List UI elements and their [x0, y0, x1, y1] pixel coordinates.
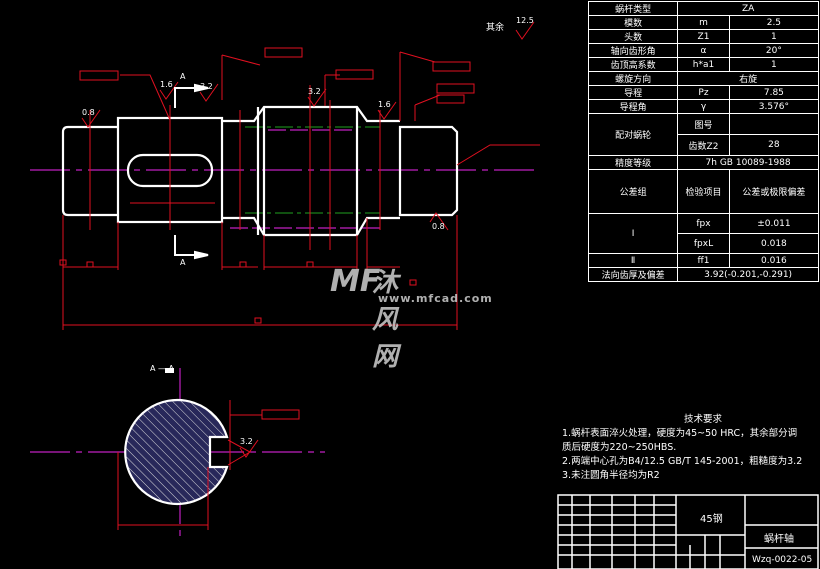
cell: 轴向齿形角	[587, 43, 679, 58]
roughness-value: 0.8	[432, 222, 445, 231]
cell: 2.5	[728, 15, 820, 30]
cell: 20°	[728, 43, 820, 58]
cell: 检验项目	[677, 169, 730, 214]
cell: 精度等级	[587, 155, 679, 170]
watermark-name: 沐风网	[372, 268, 403, 372]
roughness-general-value: 12.5	[516, 16, 534, 25]
tech-line: 质后硬度为220~250HBS.	[562, 442, 677, 453]
cell: 齿顶高系数	[587, 57, 679, 72]
technical-requirements: 技术要求 1.蜗杆表面淬火处理，硬度为45~50 HRC，其余部分调 质后硬度为…	[562, 413, 802, 483]
roughness-general-label: 其余	[486, 23, 505, 33]
section-view	[124, 398, 229, 506]
drawing-number: Wzq-0022-05	[752, 555, 813, 565]
roughness-symbols	[81, 21, 535, 458]
cell: Z1	[677, 29, 730, 44]
cell: 公差或极限偏差	[728, 169, 820, 214]
cell: fpx	[677, 213, 730, 234]
section-label: A	[180, 258, 186, 267]
section-arrows	[165, 83, 209, 373]
center-lines	[30, 129, 535, 540]
cell: 导程角	[587, 99, 679, 114]
section-label: A	[180, 72, 186, 81]
cell: 7h GB 10089-1988	[677, 155, 819, 170]
cell: 齿数Z2	[677, 134, 730, 156]
cell: 图号	[677, 113, 730, 135]
cell: Ⅱ	[587, 253, 679, 268]
material: 45钢	[700, 514, 723, 525]
cell: Ⅰ	[587, 213, 679, 254]
cell: 3.576°	[728, 99, 820, 114]
cell	[728, 113, 820, 135]
cell: m	[677, 15, 730, 30]
tech-line: 3.未注圆角半径均为R2	[562, 470, 660, 481]
cell: 0.016	[728, 253, 820, 268]
cell: 蜗杆类型	[587, 1, 679, 16]
cell: 7.85	[728, 85, 820, 100]
roughness-value: 3.2	[240, 437, 253, 446]
cell: 导程	[587, 85, 679, 100]
roughness-value: 0.8	[82, 108, 95, 117]
roughness-value: 3.2	[200, 82, 213, 91]
cell: 1	[728, 29, 820, 44]
cell: 0.018	[728, 233, 820, 254]
cell: 模数	[587, 15, 679, 30]
cell: 螺旋方向	[587, 71, 679, 86]
cell: Pz	[677, 85, 730, 100]
watermark-url: www.mfcad.com	[378, 292, 493, 305]
cell: fpxL	[677, 233, 730, 254]
roughness-value: 1.6	[378, 100, 391, 109]
cell: ±0.011	[728, 213, 820, 234]
tech-line: 2.两端中心孔为B4/12.5 GB/T 145-2001，粗糙度为3.2	[562, 456, 803, 467]
cell: 1	[728, 57, 820, 72]
cell: h*a1	[677, 57, 730, 72]
cell: 公差组	[587, 169, 679, 214]
section-view-title: A — A	[150, 364, 175, 373]
roughness-value: 3.2	[308, 87, 321, 96]
part-name: 蜗杆轴	[764, 534, 794, 545]
tech-line: 1.蜗杆表面淬火处理，硬度为45~50 HRC，其余部分调	[562, 428, 798, 439]
cell: 配对蜗轮	[587, 113, 679, 156]
cell: α	[677, 43, 730, 58]
cell: 3.92(-0.201,-0.291)	[677, 267, 819, 282]
cell: ff1	[677, 253, 730, 268]
tech-title: 技术要求	[684, 414, 723, 425]
roughness-value: 1.6	[160, 80, 173, 89]
cell: γ	[677, 99, 730, 114]
cell: 头数	[587, 29, 679, 44]
title-block	[557, 494, 819, 569]
shaft-outline	[61, 105, 459, 237]
cell: 法向齿厚及偏差	[587, 267, 679, 282]
cell: 右旋	[677, 71, 819, 86]
cell: 28	[728, 134, 820, 156]
dimension-lines	[59, 47, 540, 530]
cell: ZA	[677, 1, 819, 16]
watermark-logo: MF	[330, 264, 381, 299]
